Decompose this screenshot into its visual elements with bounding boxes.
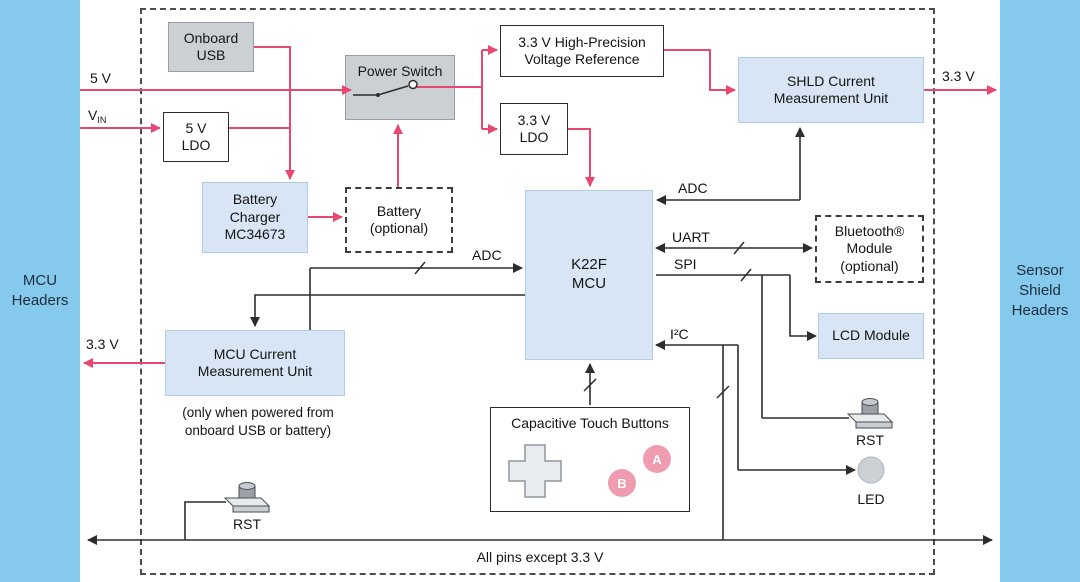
- adc-mcu-label: ADC: [472, 247, 502, 263]
- 5v-ldo-block: 5 V LDO: [163, 112, 229, 162]
- power-switch-block: Power Switch: [345, 55, 455, 120]
- mcu-cmu-note: (only when powered from onboard USB or b…: [182, 405, 334, 438]
- 3v3-out-wire-label: 3.3 V: [942, 68, 975, 84]
- k22f-mcu-block: K22F MCU: [525, 190, 653, 360]
- bottom-bus-label: All pins except 3.3 V: [476, 549, 604, 565]
- mcu-current-measurement-block: MCU Current Measurement Unit: [165, 330, 345, 396]
- rst-right-label: RST: [856, 432, 884, 448]
- battery-charger-block: Battery Charger MC34673: [202, 182, 308, 253]
- onboard-usb-block: Onboard USB: [168, 22, 254, 72]
- adc-shld-label: ADC: [678, 180, 708, 196]
- 5v-wire-label: 5 V: [90, 70, 112, 86]
- i2c-label: I²C: [670, 326, 689, 342]
- vin-wire-label: VIN: [88, 107, 106, 125]
- 3v3-ldo-block: 3.3 V LDO: [500, 103, 568, 155]
- sensor-shield-headers-bar: Sensor Shield Headers: [1000, 0, 1080, 582]
- spi-label: SPI: [674, 256, 697, 272]
- bluetooth-module-block: Bluetooth® Module (optional): [815, 215, 924, 283]
- mcu-headers-bar: MCU Headers: [0, 0, 80, 582]
- rst-left-label: RST: [233, 516, 261, 532]
- voltage-reference-block: 3.3 V High-Precision Voltage Reference: [500, 25, 664, 77]
- touch-button-b[interactable]: B: [608, 469, 636, 497]
- touch-button-a[interactable]: A: [643, 445, 671, 473]
- vin-subscript: IN: [97, 115, 107, 125]
- board-outline: [140, 8, 935, 575]
- uart-label: UART: [672, 229, 710, 245]
- 3v3-mcu-wire-label: 3.3 V: [86, 336, 119, 352]
- battery-block: Battery (optional): [345, 187, 453, 253]
- led-label: LED: [857, 491, 885, 507]
- vin-base: V: [88, 107, 98, 123]
- shld-current-measurement-block: SHLD Current Measurement Unit: [738, 57, 924, 123]
- lcd-module-block: LCD Module: [818, 313, 924, 359]
